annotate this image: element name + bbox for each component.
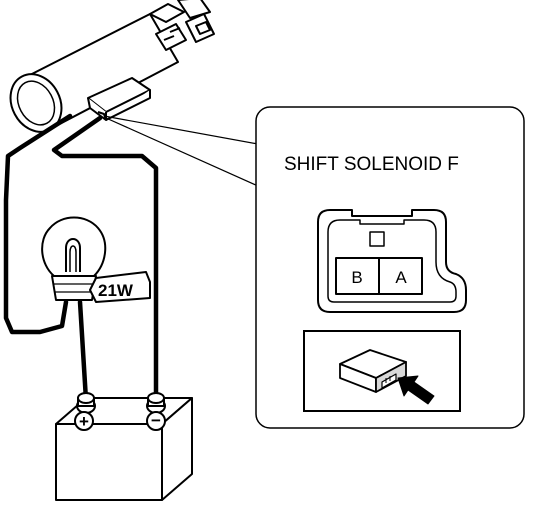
bulb-rating-tag: 21W [89, 271, 151, 303]
battery-icon [55, 392, 193, 501]
callout-title: SHIFT SOLENOID F [284, 154, 459, 175]
light-bulb-icon [41, 216, 107, 301]
connector-thumbnail-icon [339, 349, 407, 393]
connector-face-icon [317, 209, 467, 313]
arrow-icon [397, 375, 435, 405]
battery-negative-symbol: − [151, 411, 161, 430]
pin-b-label: B [351, 268, 362, 287]
bulb-rating-label: 21W [98, 281, 134, 300]
harness-connector-icon [9, 0, 215, 133]
callout-leader-lines [103, 115, 259, 187]
jumper-wires [3, 113, 159, 403]
pin-a-label: A [395, 268, 407, 287]
battery-positive-symbol: + [79, 412, 89, 431]
